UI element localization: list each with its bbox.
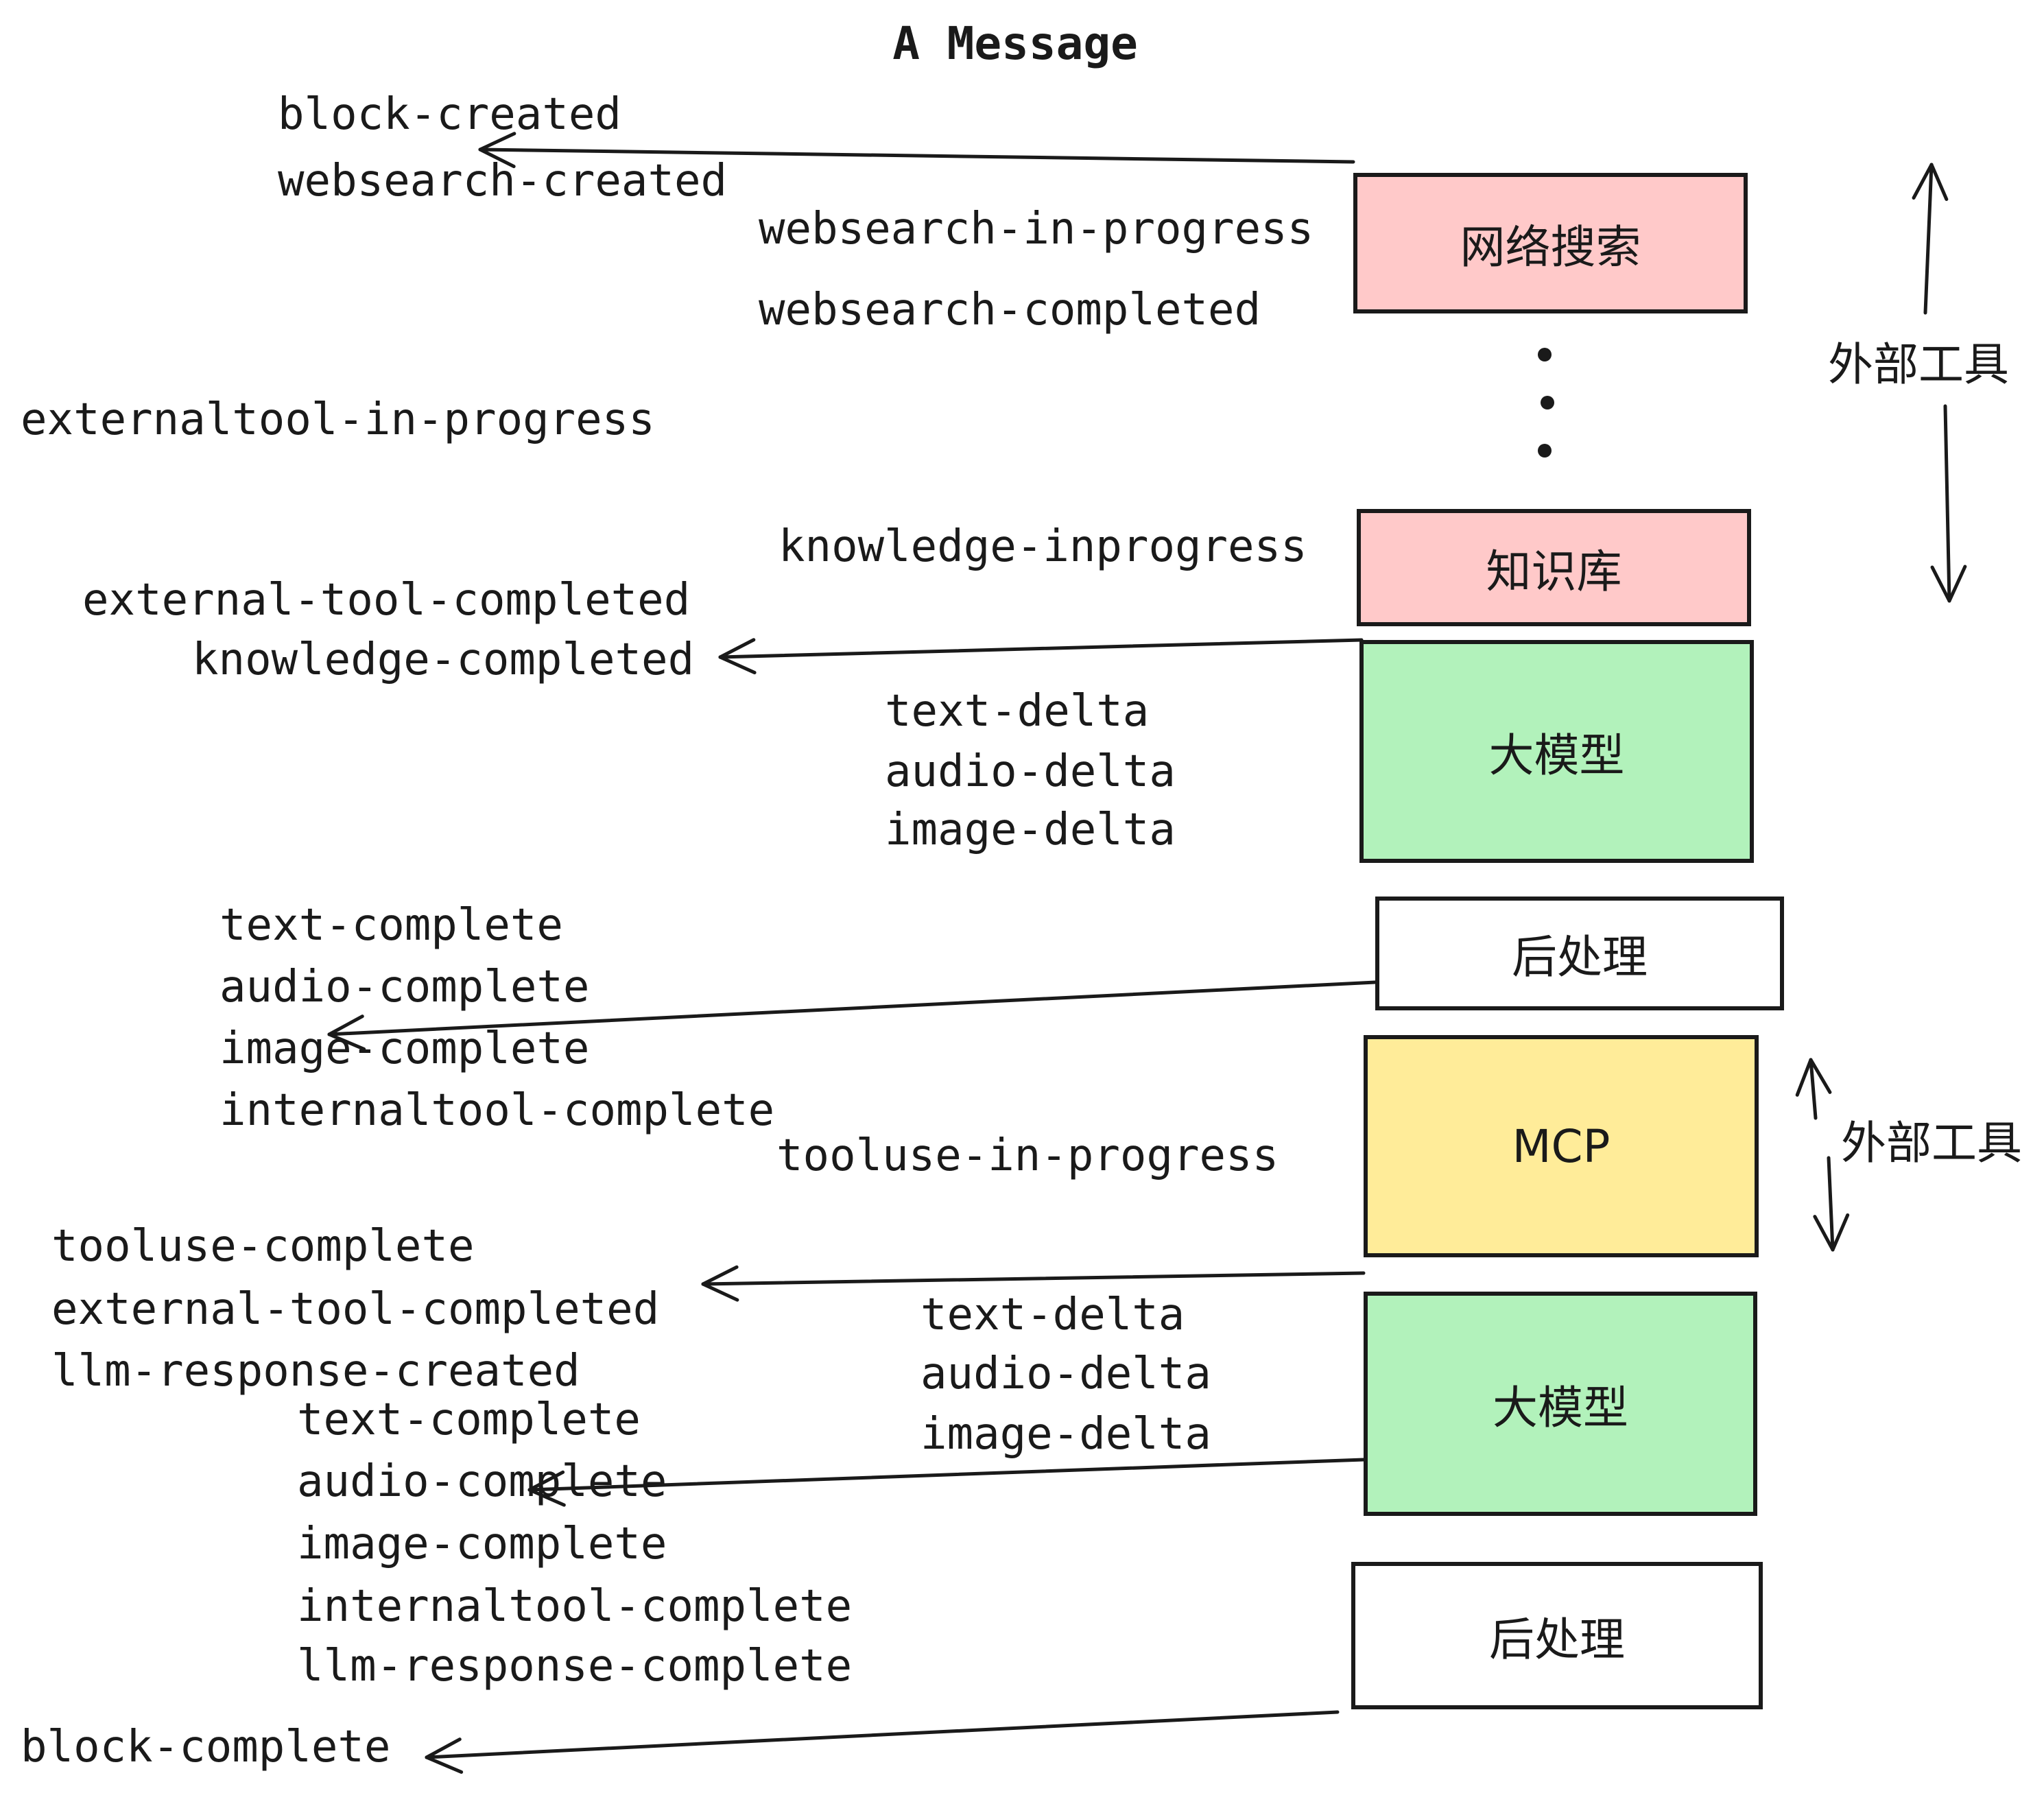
event-label-external-tool-completed-5: external-tool-completed — [82, 575, 691, 626]
event-label-knowledge-completed-6: knowledge-completed — [192, 634, 695, 686]
event-label-text-delta-24: text-delta — [920, 1290, 1185, 1341]
event-label-llm-response-created-18: llm-response-created — [51, 1346, 580, 1397]
diagram-title: A Message — [892, 17, 1138, 70]
event-label-externaltool-in-progress-4: externaltool-in-progress — [21, 394, 655, 446]
box-post-1: 后处理 — [1375, 897, 1784, 1010]
event-label-audio-complete-20: audio-complete — [297, 1456, 667, 1508]
box-label-knowledge: 知识库 — [1486, 545, 1622, 598]
arrow-ext-tools-up-2 — [1795, 1058, 1832, 1120]
box-label-post-1: 后处理 — [1512, 931, 1648, 984]
side-label-external-tools-top: 外部工具 — [1828, 338, 2009, 391]
arrow-to-knowledge-completed — [718, 638, 1364, 675]
box-knowledge: 知识库 — [1357, 509, 1751, 626]
event-label-knowledge-inprogress-7: knowledge-inprogress — [779, 521, 1307, 573]
event-label-audio-delta-25: audio-delta — [920, 1349, 1211, 1400]
ellipsis-dot-1 — [1541, 396, 1554, 410]
box-label-websearch: 网络搜索 — [1460, 220, 1641, 274]
box-mcp: MCP — [1364, 1035, 1759, 1257]
event-label-block-created-0: block-created — [278, 89, 621, 141]
event-label-image-delta-10: image-delta — [885, 805, 1176, 856]
event-label-tooluse-complete-16: tooluse-complete — [51, 1221, 475, 1272]
box-label-mcp: MCP — [1512, 1119, 1611, 1173]
event-label-audio-complete-12: audio-complete — [219, 962, 590, 1013]
event-label-internaltool-complete-14: internaltool-complete — [219, 1085, 775, 1137]
event-label-external-tool-completed-17: external-tool-completed — [51, 1284, 660, 1336]
arrow-ext-tools-up-1 — [1912, 163, 1949, 315]
arrow-ext-tools-down-1 — [1930, 404, 1967, 603]
box-llm-2: 大模型 — [1364, 1292, 1757, 1516]
box-label-post-2: 后处理 — [1489, 1613, 1625, 1666]
event-label-text-complete-19: text-complete — [297, 1394, 641, 1446]
event-label-image-complete-13: image-complete — [219, 1023, 590, 1075]
event-label-block-complete-27: block-complete — [21, 1722, 391, 1773]
event-label-text-delta-8: text-delta — [885, 686, 1150, 737]
ellipsis-dot-2 — [1538, 444, 1552, 458]
ellipsis-dot-0 — [1538, 348, 1552, 361]
arrow-to-block-complete — [425, 1710, 1340, 1774]
event-label-websearch-created-1: websearch-created — [278, 156, 728, 207]
event-label-websearch-completed-3: websearch-completed — [759, 285, 1261, 336]
event-label-text-complete-11: text-complete — [219, 900, 563, 951]
box-label-llm-1: 大模型 — [1488, 728, 1625, 782]
box-websearch: 网络搜索 — [1353, 173, 1748, 313]
box-label-llm-2: 大模型 — [1493, 1381, 1628, 1434]
box-llm-1: 大模型 — [1359, 640, 1754, 863]
event-label-image-complete-21: image-complete — [297, 1519, 667, 1570]
event-label-websearch-in-progress-2: websearch-in-progress — [759, 204, 1314, 255]
event-label-llm-response-complete-23: llm-response-complete — [297, 1641, 853, 1692]
event-label-image-delta-26: image-delta — [920, 1409, 1211, 1460]
event-label-internaltool-complete-22: internaltool-complete — [297, 1581, 853, 1633]
box-post-2: 后处理 — [1351, 1562, 1763, 1709]
event-label-tooluse-in-progress-15: tooluse-in-progress — [776, 1130, 1279, 1182]
side-label-external-tools-mcp: 外部工具 — [1841, 1117, 2022, 1170]
event-label-audio-delta-9: audio-delta — [885, 746, 1176, 798]
